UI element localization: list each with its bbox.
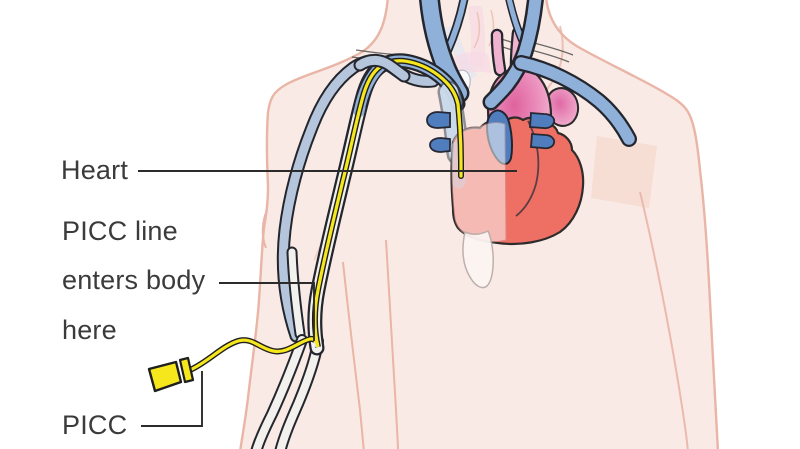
cephalic-crossing	[355, 55, 409, 81]
forearm-vein-2	[276, 337, 322, 449]
shoulder-shading-patch	[591, 136, 657, 208]
picc-catheter	[147, 53, 464, 393]
pulmonary-stub-right-1	[529, 112, 556, 130]
entry-label-line-2: enters body	[62, 265, 206, 295]
pulmonary-stub-left-1	[426, 111, 451, 129]
picc-catheter-line	[188, 59, 463, 372]
jugular-vein-right	[485, 0, 542, 108]
picc-label: PICC	[62, 410, 128, 440]
subclavian-vein-right	[515, 57, 635, 145]
brachial-vein-up	[288, 248, 304, 338]
heart	[426, 109, 585, 289]
pulmonary-stub-left-2	[429, 137, 451, 153]
leader-line-entry	[219, 282, 315, 341]
leader-lines	[138, 170, 517, 427]
neck-tendon-line-2	[488, 9, 495, 47]
torso-side-line-left	[385, 239, 399, 449]
heart-label: Heart	[61, 155, 129, 185]
armpit-crease-left	[342, 261, 365, 449]
entry-label-line-1: PICC line	[62, 216, 178, 246]
leader-line-picc	[141, 371, 203, 427]
elbow-crease	[261, 209, 268, 249]
pulmonary-stub-right-2	[530, 133, 556, 150]
pulmonary-vein-stubs	[426, 111, 556, 153]
neck-tendon-line-1	[473, 11, 481, 49]
armpit-crease-right	[639, 191, 689, 449]
picc-connector-hub	[147, 360, 183, 393]
entry-label-line-3: here	[62, 315, 117, 345]
forearm-vein-1	[252, 336, 306, 449]
aorta-branch-1	[493, 31, 504, 74]
heart-apex-white	[462, 229, 494, 289]
picc-connector-collar	[178, 356, 195, 384]
